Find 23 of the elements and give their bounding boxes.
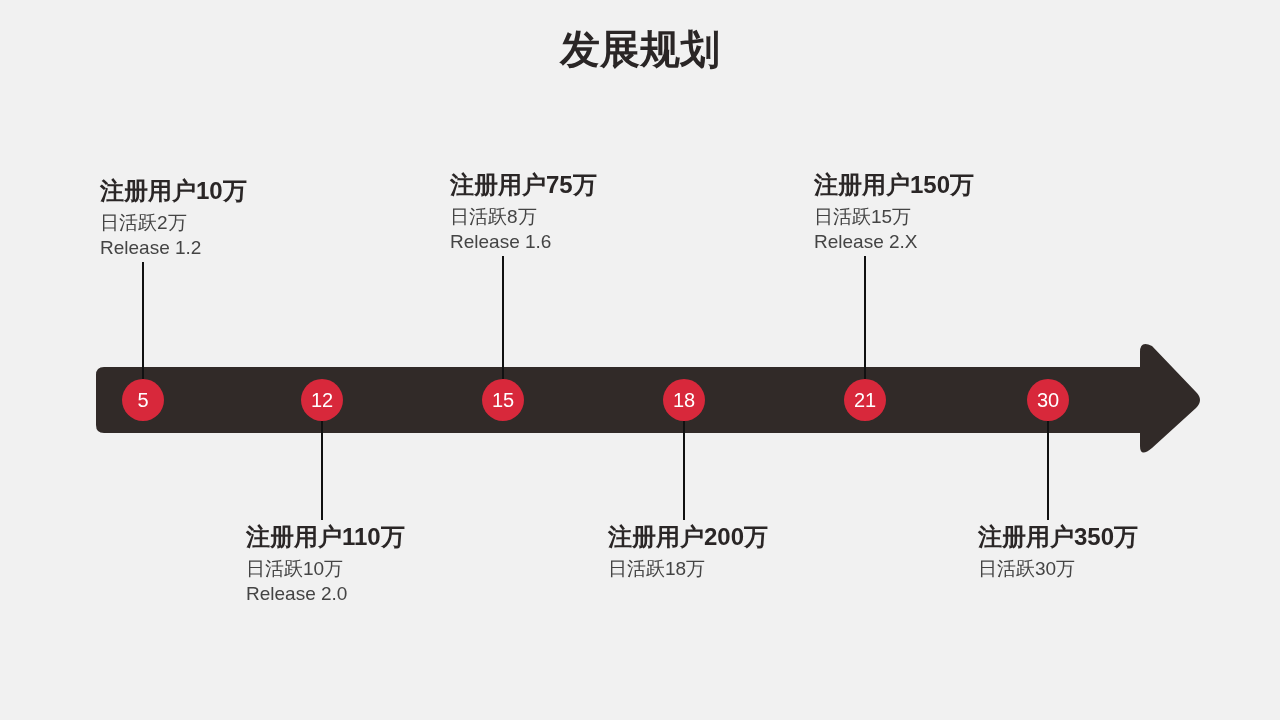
leader-line bbox=[321, 420, 323, 521]
milestone-heading: 注册用户200万 bbox=[608, 522, 770, 552]
milestone-detail: Release 2.0 bbox=[246, 582, 349, 606]
title: 发展规划 bbox=[560, 27, 720, 71]
milestone-detail: 日活跃8万 bbox=[450, 205, 538, 229]
milestone-detail: Release 1.2 bbox=[100, 236, 203, 260]
milestone-detail: 日活跃30万 bbox=[978, 557, 1077, 581]
leader-line bbox=[502, 255, 504, 380]
milestone-heading: 注册用户150万 bbox=[814, 170, 976, 200]
milestone-detail: 日活跃18万 bbox=[608, 557, 707, 581]
milestone-heading: 注册用户350万 bbox=[978, 522, 1140, 552]
milestone-heading: 注册用户10万 bbox=[100, 176, 248, 206]
leader-line bbox=[1047, 420, 1049, 521]
leader-line bbox=[864, 255, 866, 380]
milestone-heading: 注册用户75万 bbox=[450, 170, 598, 200]
milestone-detail: Release 2.X bbox=[814, 230, 919, 254]
milestone-detail: 日活跃10万 bbox=[246, 557, 345, 581]
milestone-detail: 日活跃15万 bbox=[814, 205, 913, 229]
leader-line bbox=[142, 261, 144, 380]
milestone-heading: 注册用户110万 bbox=[246, 522, 406, 552]
milestone-detail: 日活跃2万 bbox=[100, 211, 188, 235]
leader-line bbox=[683, 420, 685, 521]
milestone-detail: Release 1.6 bbox=[450, 230, 553, 254]
